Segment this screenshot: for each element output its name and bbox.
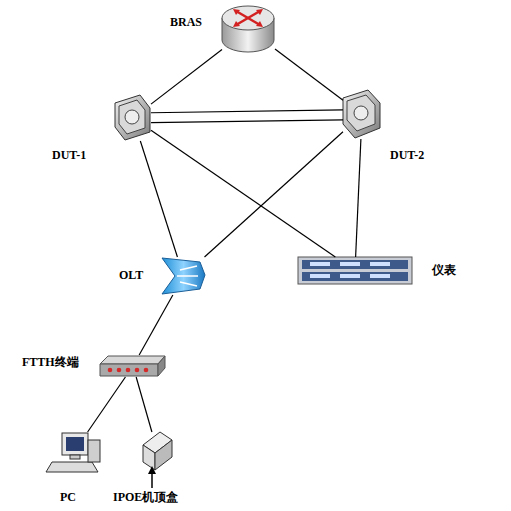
switch-icon [115, 95, 150, 140]
link-line [151, 130, 335, 257]
link-line [275, 49, 343, 100]
node-label: DUT-1 [52, 148, 86, 162]
olt-icon [162, 258, 205, 294]
node-label: 仪表 [432, 263, 456, 277]
link-line [139, 295, 173, 355]
olt-node: OLT [161, 257, 206, 295]
switch-node: DUT-2 [343, 90, 381, 139]
node-label: IPOE机顶盒 [113, 490, 178, 504]
router-node: BRAS [222, 5, 275, 53]
link-line [136, 377, 152, 432]
terminal-node: FTTH终端 [100, 355, 166, 377]
settop-icon [143, 432, 172, 488]
node-label: DUT-2 [390, 148, 424, 162]
switch-icon [343, 90, 380, 138]
link-line [151, 49, 222, 104]
switch-node: DUT-1 [115, 95, 151, 141]
router-icon [222, 6, 274, 52]
link-line [356, 139, 361, 257]
node-label: FTTH终端 [22, 355, 79, 369]
link-line [205, 132, 344, 257]
instrument-node: 仪表 [298, 257, 412, 284]
terminal-icon [100, 356, 165, 376]
link-line [140, 141, 177, 257]
link-line [151, 110, 343, 113]
node-label: BRAS [170, 15, 202, 29]
pc-icon [46, 433, 100, 472]
link-line [151, 120, 343, 123]
link-line [88, 377, 126, 432]
pc-node: PC [46, 432, 101, 473]
node-label: OLT [119, 268, 143, 282]
node-label: PC [60, 490, 76, 504]
settop-node: IPOE机顶盒 [142, 432, 173, 471]
instrument-icon [298, 257, 412, 284]
